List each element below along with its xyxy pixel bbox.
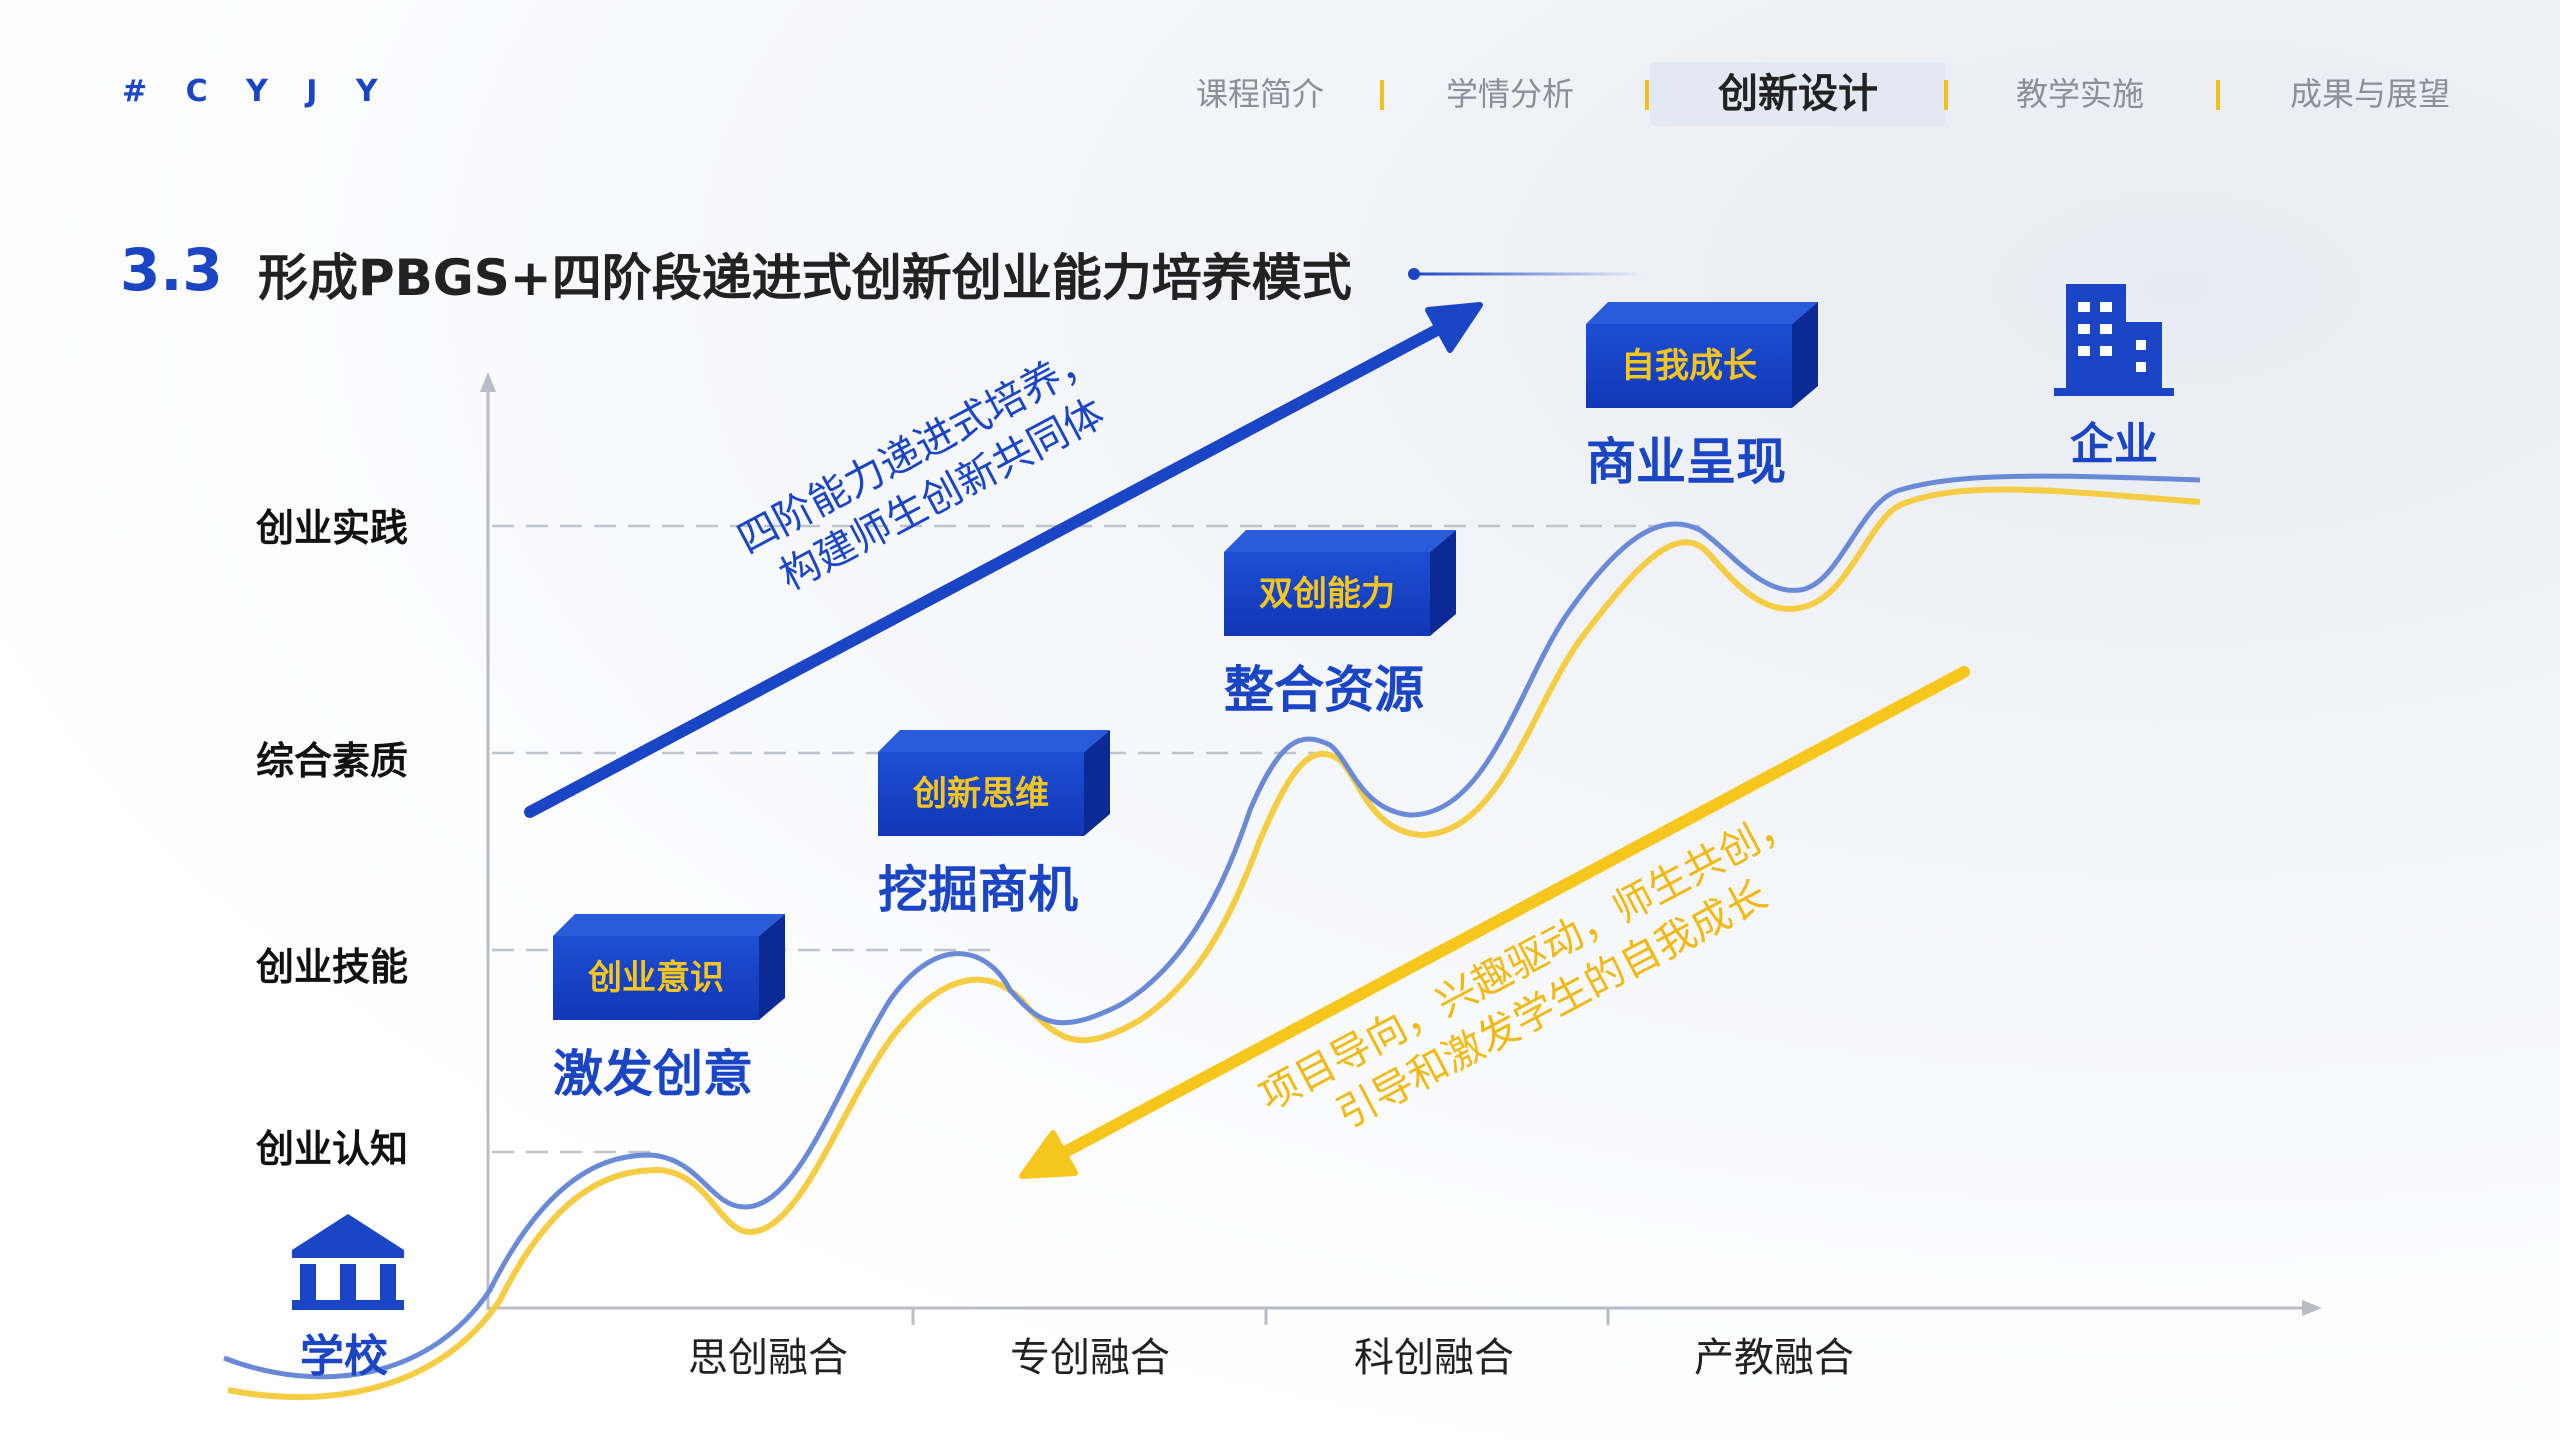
stage-box-top: [878, 730, 1110, 752]
school-icon: [292, 1214, 404, 1310]
stage-subtitle: 挖掘商机: [878, 861, 1078, 919]
yellow-feedback-arrow: [1044, 666, 1970, 1166]
nav-separator: [1380, 80, 1384, 110]
phase-label-2: 专创融合: [1010, 1335, 1170, 1381]
nav-separator: [1944, 80, 1948, 110]
brand-logo-text: # C Y J Y: [122, 74, 392, 109]
nav-tab-learning-analysis[interactable]: 学情分析: [1445, 75, 1574, 113]
y-axis-arrowhead: [480, 372, 496, 392]
enterprise-building-icon: [2054, 284, 2174, 396]
stage-box-top: [1224, 530, 1456, 552]
phase-label-3: 科创融合: [1354, 1335, 1514, 1381]
school-label: 学校: [300, 1331, 388, 1382]
level-label-startup-practice: 创业实践: [256, 506, 409, 550]
enterprise-label: 企业: [2070, 419, 2158, 470]
stage-box-label: 创业意识: [553, 936, 759, 1020]
level-label-comprehensive-quality: 综合素质: [256, 739, 409, 783]
level-label-startup-skills: 创业技能: [256, 945, 409, 989]
stage-subtitle: 商业呈现: [1586, 433, 1786, 491]
nav-tab-results-outlook[interactable]: 成果与展望: [2289, 75, 2450, 113]
phase-label-4: 产教融合: [1694, 1335, 1854, 1381]
stage-box-top: [1586, 302, 1818, 324]
nav-tab-course-intro[interactable]: 课程简介: [1195, 75, 1324, 113]
stage-box-label: 双创能力: [1224, 552, 1430, 636]
stage-box-top: [553, 914, 785, 936]
growth-curve-yellow: [227, 486, 2201, 1401]
top-nav: 课程简介 学情分析 创新设计 教学实施 成果与展望: [1180, 62, 2480, 126]
nav-separator: [1645, 80, 1649, 110]
nav-tab-innovation-design[interactable]: 创新设计: [1650, 62, 1946, 126]
title-decor-line: [1408, 268, 1644, 280]
blue-progress-arrow: [524, 316, 1458, 818]
stage-subtitle: 激发创意: [553, 1045, 753, 1103]
phase-label-1: 思创融合: [688, 1335, 848, 1381]
nav-tab-teaching-implementation[interactable]: 教学实施: [2015, 75, 2144, 113]
section-title: 形成PBGS+四阶段递进式创新创业能力培养模式: [258, 249, 1352, 307]
x-axis-arrowhead: [2302, 1300, 2322, 1316]
section-number: 3.3: [120, 236, 223, 304]
level-label-startup-cognition: 创业认知: [256, 1127, 409, 1171]
stage-subtitle: 整合资源: [1224, 661, 1424, 719]
stage-box-label: 创新思维: [878, 752, 1084, 836]
yellow-arrowhead: [1019, 1130, 1078, 1179]
growth-curve-blue: [223, 473, 2201, 1380]
nav-separator: [2216, 80, 2220, 110]
blue-arrowhead: [1425, 302, 1483, 353]
stage-box-label: 自我成长: [1586, 324, 1792, 408]
